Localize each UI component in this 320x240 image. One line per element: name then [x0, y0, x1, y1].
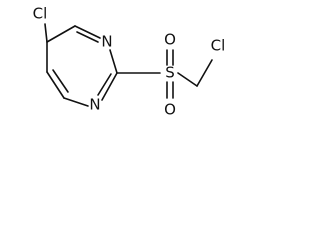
nitrogen-top-label: N — [101, 33, 112, 51]
bond-ring-n3-c4 — [63, 97, 89, 107]
chlorine-methyl-label: Cl — [211, 37, 226, 55]
bond-c5-cl — [44, 23, 48, 43]
chemical-structure-diagram: Cl N N S O O Cl — [33, 5, 226, 119]
oxygen-bottom-label: O — [164, 101, 176, 119]
nitrogen-bottom-label: N — [89, 96, 100, 114]
bond-ring-c2-n3 — [101, 72, 118, 101]
sulfur-label: S — [165, 64, 175, 82]
bond-ring-c6-n1 — [74, 25, 101, 39]
bond-ch2-cl — [196, 59, 213, 87]
bond-ring-n1-c2 — [109, 49, 118, 74]
bond-ring-c4-c5 — [46, 71, 65, 99]
bond-ring-c5-c6 — [46, 25, 76, 43]
bond-ring-c6-n1-double — [76, 31, 99, 43]
chlorine-ring-label: Cl — [33, 5, 48, 23]
oxygen-top-label: O — [164, 31, 176, 49]
bond-ring-c2-n3-double — [97, 73, 112, 96]
bond-ring-c4-c5-double — [52, 69, 69, 93]
bond-s-ch2 — [177, 72, 198, 87]
